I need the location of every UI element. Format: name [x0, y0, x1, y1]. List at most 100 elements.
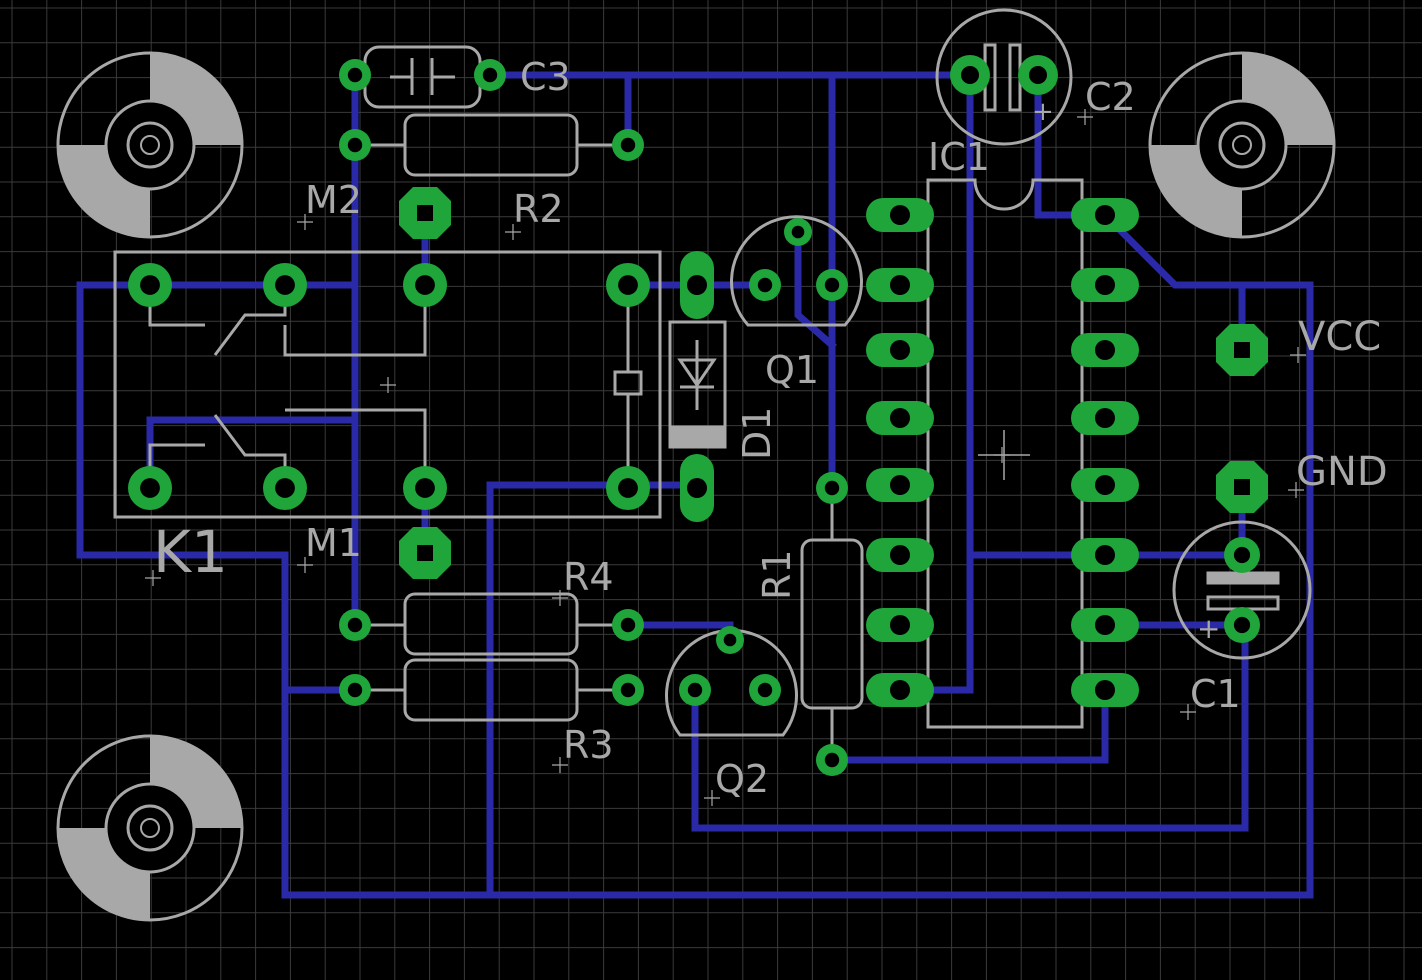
pad-hole [687, 275, 707, 295]
pad-hole [140, 478, 160, 498]
origin-cross [297, 214, 313, 230]
origin-cross [704, 790, 720, 806]
label-vcc: VCC [1298, 314, 1381, 360]
trace-q1-base [794, 226, 837, 350]
pad-hole [415, 478, 435, 498]
pad-hole [791, 225, 805, 239]
pad-hole [347, 137, 363, 153]
k1-contact-f [285, 408, 427, 470]
origin-cross [994, 447, 1010, 463]
pad-hole [1029, 66, 1047, 84]
pad-hole [417, 205, 433, 221]
pad-hole [757, 682, 773, 698]
pad-hole [620, 682, 636, 698]
origin-cross [145, 570, 161, 586]
pad-hole [140, 275, 160, 295]
pad-hole [1095, 615, 1115, 635]
pad-hole [890, 205, 910, 225]
trace-k1-left [76, 281, 289, 899]
pad-hole [824, 277, 840, 293]
mounting-hole [56, 51, 244, 239]
pad-hole [1095, 408, 1115, 428]
pad-hole [275, 478, 295, 498]
pad-hole [824, 480, 840, 496]
pad-hole [1095, 545, 1115, 565]
pad-hole [620, 137, 636, 153]
pad-hole [347, 617, 363, 633]
origin-cross [552, 757, 568, 773]
mount-hole-center [140, 135, 160, 155]
label-k1: K1 [153, 518, 228, 586]
pad-hole [1234, 342, 1250, 358]
label-q2: Q2 [715, 757, 769, 801]
c1-outline [1172, 520, 1312, 660]
origin-cross [1288, 482, 1304, 498]
pad-hole [1095, 340, 1115, 360]
pad-hole [415, 275, 435, 295]
pad-hole [618, 478, 638, 498]
d1-band [668, 425, 727, 449]
pad-hole [347, 67, 363, 83]
origin-cross [1180, 704, 1196, 720]
traces [76, 71, 1314, 899]
k1-contact-d [148, 443, 205, 470]
pad-hole [618, 275, 638, 295]
label-gnd: GND [1296, 449, 1388, 495]
k1-contact-c [283, 305, 427, 357]
origin-cross [505, 224, 521, 240]
pad-hole [687, 682, 703, 698]
label-m1: M1 [305, 521, 362, 565]
pad-hole [890, 680, 910, 700]
mount-hole-center [1232, 135, 1252, 155]
pad-hole [890, 408, 910, 428]
mount-ring-inner [126, 121, 174, 169]
pad-hole [1233, 616, 1251, 634]
q1-outline [730, 215, 863, 327]
pad-hole [687, 478, 707, 498]
pad-hole [890, 545, 910, 565]
pad-hole [1095, 680, 1115, 700]
pad-hole [347, 682, 363, 698]
ic1-outline [926, 178, 1084, 729]
k1-contact-e [213, 414, 287, 470]
pad-hole [757, 277, 773, 293]
pad-hole [1095, 275, 1115, 295]
pad-hole [890, 475, 910, 495]
trace-r1-bottom [828, 686, 1109, 764]
pad-hole [620, 617, 636, 633]
mount-ring-inner [126, 804, 174, 852]
pad-hole [1234, 479, 1250, 495]
pad-hole [890, 275, 910, 295]
label-q1: Q1 [765, 348, 819, 392]
origin-cross [380, 377, 396, 393]
pad-hole [275, 275, 295, 295]
pads [128, 55, 1268, 776]
label-m2: M2 [305, 178, 362, 222]
pad-hole [1095, 205, 1115, 225]
pad-hole [961, 66, 979, 84]
pad-hole [1095, 475, 1115, 495]
trace-vcc [1100, 210, 1314, 289]
pad-hole [1233, 546, 1251, 564]
label-r4: R4 [563, 555, 614, 599]
label-r1: R1 [755, 549, 799, 600]
origin-cross [1290, 347, 1306, 363]
pad-hole [723, 633, 737, 647]
trace-q2-bottom [691, 621, 1249, 832]
origin-cross [1077, 109, 1093, 125]
label-ic1: IC1 [928, 135, 990, 179]
label-r3: R3 [563, 723, 614, 767]
k1-contact-b [213, 305, 287, 356]
pad-hole [890, 615, 910, 635]
label-d1: D1 [735, 407, 779, 460]
pad-hole [824, 752, 840, 768]
c2-outline [935, 8, 1073, 146]
pad-hole [890, 340, 910, 360]
k1-contact-a [148, 305, 205, 327]
mounting-hole [56, 734, 244, 922]
mounting-hole [1148, 51, 1336, 239]
label-c1: C1 [1190, 672, 1241, 716]
label-c1-plus: + [1197, 612, 1220, 645]
pad-hole [482, 67, 498, 83]
